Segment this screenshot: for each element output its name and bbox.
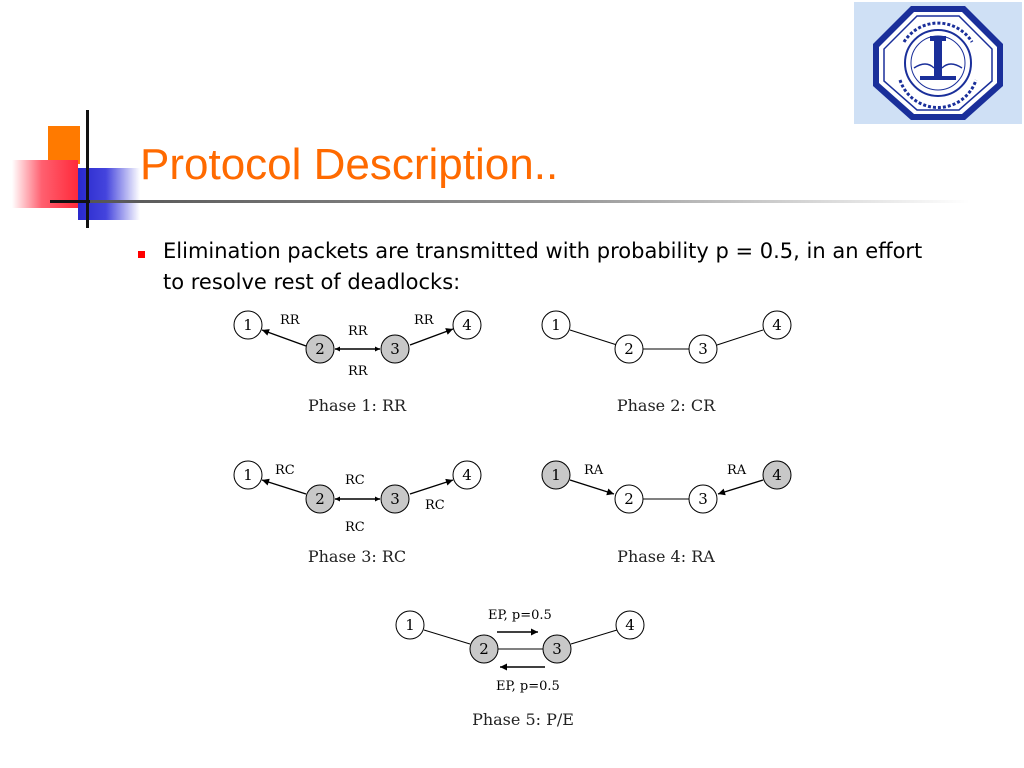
- svg-text:2: 2: [479, 640, 489, 658]
- edge-label: RR: [414, 313, 435, 328]
- node-1: 1: [541, 460, 571, 490]
- phase-4: 1 2 3 4 RA RA Phase 4: RA: [541, 460, 792, 566]
- edge-label: RA: [584, 463, 604, 478]
- edge-3-4: [716, 329, 764, 346]
- node-4: 4: [615, 610, 645, 640]
- page-title: Protocol Description..: [140, 140, 559, 189]
- node-3: 3: [380, 334, 410, 364]
- svg-text:4: 4: [462, 316, 472, 334]
- svg-text:1: 1: [405, 616, 415, 634]
- svg-text:3: 3: [698, 340, 708, 358]
- edge-label: RR: [280, 313, 301, 328]
- svg-text:3: 3: [390, 490, 400, 508]
- edge-label: RC: [345, 473, 365, 488]
- svg-text:4: 4: [462, 466, 472, 484]
- university-seal-icon: [873, 6, 1003, 120]
- edge-3-4: [570, 629, 618, 645]
- node-4: 4: [452, 460, 482, 490]
- phase-1: 1 2 3 4 RR RR RR RR Phase 1: RR: [233, 310, 482, 415]
- node-1: 1: [233, 310, 263, 340]
- edge-2-1: [261, 329, 307, 347]
- edge-4-3: [717, 479, 764, 496]
- svg-text:4: 4: [772, 466, 782, 484]
- edge-1-2: [569, 479, 615, 496]
- title-underline: [90, 200, 970, 203]
- phase-caption: Phase 3: RC: [308, 547, 406, 566]
- edge-label: RC: [425, 498, 445, 513]
- bullet-marker: [138, 251, 145, 258]
- node-2: 2: [305, 334, 335, 364]
- svg-text:2: 2: [315, 340, 325, 358]
- phase-caption: Phase 5: P/E: [472, 710, 574, 729]
- phase-caption: Phase 1: RR: [308, 396, 407, 415]
- decor-orange-square: [48, 126, 80, 164]
- edge-2-1: [261, 478, 307, 495]
- svg-text:4: 4: [772, 316, 782, 334]
- edge-label: RC: [275, 463, 295, 478]
- edge-3-4: [409, 478, 454, 495]
- node-3: 3: [688, 334, 718, 364]
- edge-label: RC: [345, 520, 365, 535]
- university-logo: [854, 2, 1022, 124]
- node-1: 1: [233, 460, 263, 490]
- phase-3: 1 2 3 4 RC RC RC RC Phase 3: RC: [233, 460, 482, 566]
- node-4: 4: [762, 460, 792, 490]
- node-2: 2: [469, 634, 499, 664]
- node-1: 1: [541, 310, 571, 340]
- phase-5: 1 2 3 4 EP, p=0.5 EP, p=0.5 Phase 5: P/E: [395, 608, 645, 729]
- svg-text:4: 4: [625, 616, 635, 634]
- node-2: 2: [614, 484, 644, 514]
- svg-text:2: 2: [315, 490, 325, 508]
- edge-1-2: [423, 629, 471, 645]
- edge-label: RR: [348, 364, 369, 379]
- svg-text:1: 1: [243, 466, 253, 484]
- edge-label: RR: [348, 324, 369, 339]
- node-2: 2: [614, 334, 644, 364]
- edge-1-2: [569, 329, 618, 346]
- node-1: 1: [395, 610, 425, 640]
- svg-text:3: 3: [552, 640, 562, 658]
- node-3: 3: [688, 484, 718, 514]
- svg-text:2: 2: [624, 340, 634, 358]
- phase-2: 1 2 3 4 Phase 2: CR: [541, 310, 792, 415]
- svg-text:3: 3: [390, 340, 400, 358]
- edge-label: RA: [727, 463, 747, 478]
- svg-text:1: 1: [551, 316, 561, 334]
- edge-label: EP, p=0.5: [496, 679, 560, 694]
- node-3: 3: [380, 484, 410, 514]
- node-4: 4: [762, 310, 792, 340]
- phase-caption: Phase 4: RA: [617, 547, 715, 566]
- phase-caption: Phase 2: CR: [617, 396, 716, 415]
- svg-text:2: 2: [624, 490, 634, 508]
- svg-text:1: 1: [243, 316, 253, 334]
- svg-text:1: 1: [551, 466, 561, 484]
- node-4: 4: [452, 310, 482, 340]
- node-2: 2: [305, 484, 335, 514]
- edge-3-4: [409, 328, 454, 346]
- svg-text:3: 3: [698, 490, 708, 508]
- edge-label: EP, p=0.5: [488, 608, 552, 623]
- node-3: 3: [542, 634, 572, 664]
- bullet-text: Elimination packets are transmitted with…: [163, 239, 923, 294]
- decor-vertical-line: [86, 110, 89, 228]
